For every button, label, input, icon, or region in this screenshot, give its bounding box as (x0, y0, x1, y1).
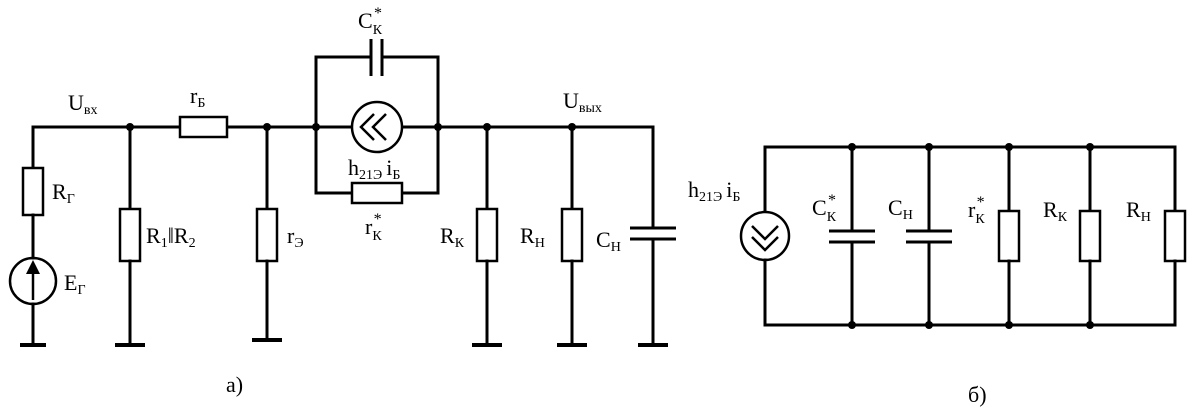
label-r-b: rБ (190, 83, 205, 111)
caption-a: а) (226, 372, 243, 397)
label-c-k-star: CК* (358, 5, 383, 38)
double-chevron-left-icon (359, 113, 387, 141)
junction-dot (483, 123, 491, 131)
current-source-h21-b (739, 210, 791, 262)
label-u-out: Uвых (563, 88, 602, 116)
label-r-k: RК (440, 223, 465, 251)
junction-dot (925, 321, 933, 329)
label-r1-r2: R1ǁR2 (146, 223, 196, 251)
resistor-rb (178, 115, 229, 139)
junction-dot (1005, 143, 1013, 151)
double-chevron-down-icon (751, 225, 779, 252)
current-source-h21 (350, 100, 404, 154)
label-c-n-b: CН (888, 195, 913, 223)
junction-dot (1005, 321, 1013, 329)
resistor-rk-star (350, 181, 404, 205)
junction-dot (263, 123, 271, 131)
label-u-in: Uвх (68, 90, 98, 118)
resistor-rk-star-b (997, 209, 1021, 263)
label-r-k-b: RК (1043, 197, 1068, 225)
label-c-k-star-b: CК* (812, 192, 837, 225)
junction-dot (1086, 321, 1094, 329)
label-r-n-b: RН (1126, 197, 1151, 225)
label-r-g: RГ (52, 179, 75, 207)
resistor-re (255, 207, 279, 263)
label-r-k-star-b: rК* (968, 194, 985, 227)
junction-dot (126, 123, 134, 131)
resistor-rn-b (1163, 209, 1187, 263)
resistor-rg (21, 166, 45, 217)
resistor-r1r2 (118, 207, 142, 263)
resistor-rk-b (1078, 209, 1102, 263)
source-arrow-head-icon (26, 260, 40, 274)
resistor-rk (475, 207, 499, 263)
label-e-g: EГ (64, 270, 86, 298)
label-r-e: rЭ (287, 223, 304, 251)
junction-dot (568, 123, 576, 131)
junction-dot (1086, 143, 1094, 151)
junction-dot (312, 123, 320, 131)
junction-dot (434, 123, 442, 131)
label-r-n: RН (520, 223, 545, 251)
junction-dot (848, 321, 856, 329)
label-c-n: CН (596, 227, 621, 255)
caption-b: б) (968, 382, 987, 407)
junction-dot (848, 143, 856, 151)
resistor-rn (560, 207, 584, 263)
junction-dot (925, 143, 933, 151)
label-r-k-star: rК* (365, 211, 382, 244)
